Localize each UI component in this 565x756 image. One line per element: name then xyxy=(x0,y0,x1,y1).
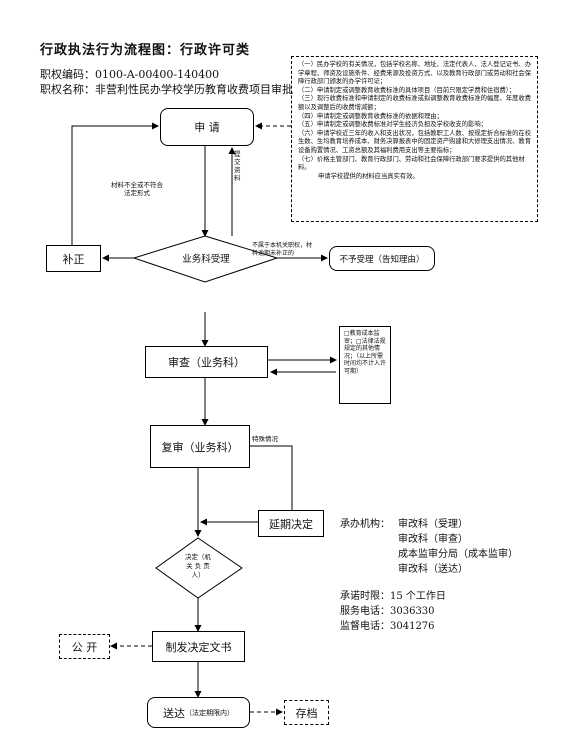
not-accepted-label: 不属于本机关职权，材料逾期未补正的 xyxy=(252,242,313,257)
extend-node: 延期决定 xyxy=(258,510,324,537)
accept-label: 业务科受理 xyxy=(182,254,230,265)
side-note: □教育成本监审；□法律法规规定的其他情况；（以上所需时间均不计入许可期） xyxy=(339,326,391,404)
special-label: 特殊情况 xyxy=(252,435,278,443)
org-label: 承办机构： xyxy=(340,519,390,530)
authority-code: 职权编码：0100-A-00400-140400 xyxy=(40,68,220,81)
page-title: 行政执法行为流程图：行政许可类 xyxy=(40,43,251,58)
org-item: 审改科（受理） xyxy=(398,519,468,530)
org-item: 审改科（审查） xyxy=(398,534,468,545)
decision-diamond xyxy=(155,537,243,599)
materials-note: （一）民办学校的有关情况，包括学校名称、地址、法定代表人、法人登记证书、办学章程… xyxy=(291,56,538,222)
accept-diamond xyxy=(132,235,279,283)
time-limit: 承诺时限：15 个工作日 xyxy=(340,591,446,602)
service-phone: 服务电话：3036330 xyxy=(340,606,435,617)
reject-node: 不予受理（告知理由） xyxy=(329,246,435,271)
supervise-phone: 监督电话：3041276 xyxy=(340,621,435,632)
archive-node: 存档 xyxy=(284,700,329,725)
org-item: 成本监审分局（成本监审） xyxy=(398,549,518,560)
review-node: 审查（业务科） xyxy=(145,346,268,378)
incomplete-label: 材料不全或不符合法定形式 xyxy=(111,181,163,197)
submit-label: 提交资料 xyxy=(234,150,241,182)
apply-node: 申 请 xyxy=(160,108,254,146)
issue-node: 制发决定文书 xyxy=(152,631,245,662)
decision-label: 决定（机关 负 责人） xyxy=(185,553,211,579)
org-item: 审改科（送达） xyxy=(398,564,468,575)
publish-node: 公 开 xyxy=(59,634,110,659)
re-review-node: 复审（业务科） xyxy=(150,425,250,468)
correction-node: 补正 xyxy=(46,245,101,272)
deliver-node: 送达（法定期限内） xyxy=(147,697,250,728)
authority-name: 职权名称：非营利性民办学校学历教育收费项目审批 xyxy=(40,83,293,96)
